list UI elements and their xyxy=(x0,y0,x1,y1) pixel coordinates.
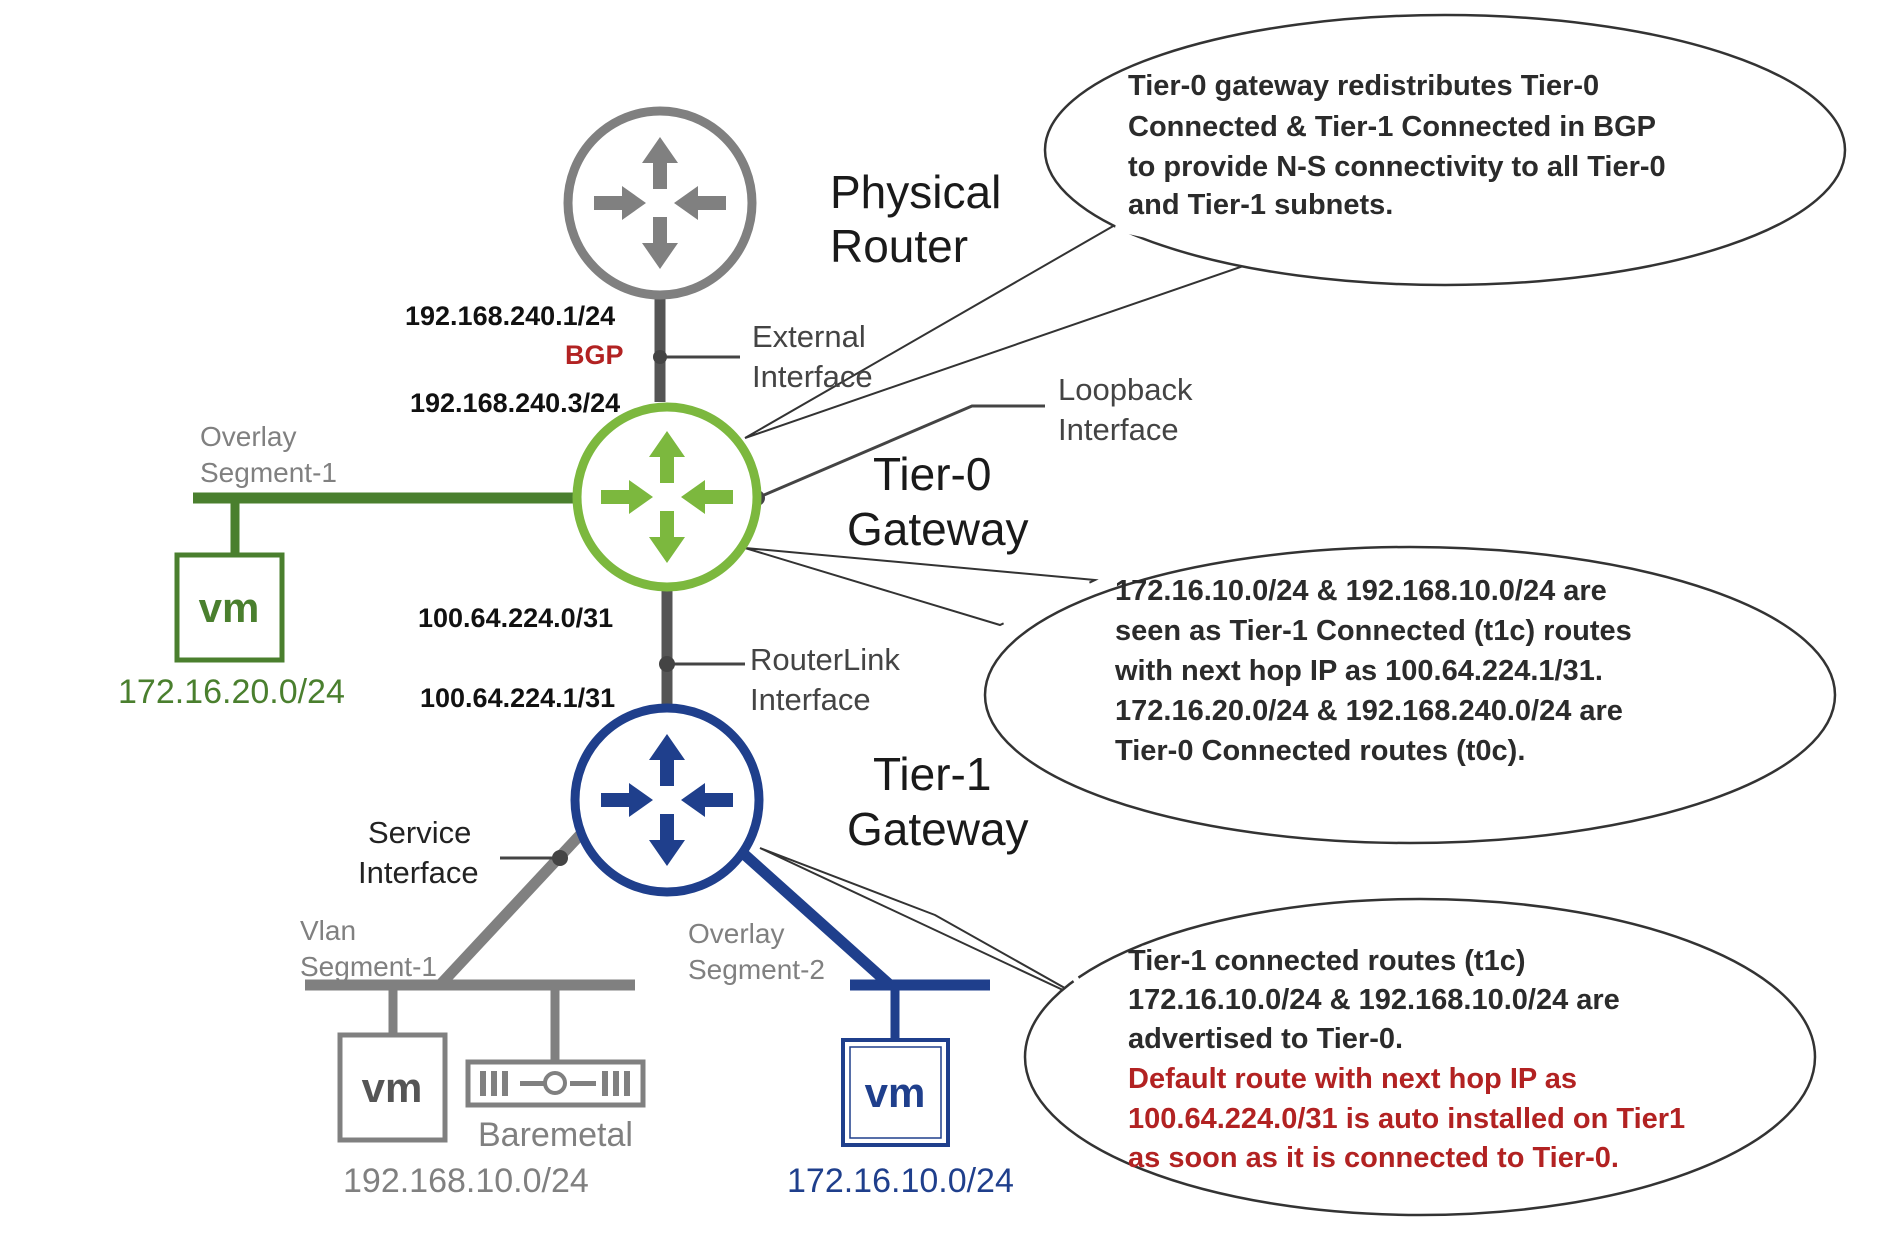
vlan-segment-1-label: Vlan Segment-1 xyxy=(300,915,437,982)
subnet-gray: 192.168.10.0/24 xyxy=(343,1162,589,1200)
tier1-gateway-icon xyxy=(570,703,764,897)
bgp-label: BGP xyxy=(565,340,624,370)
vm-blue: vm xyxy=(841,1038,950,1147)
subnet-blue: 172.16.10.0/24 xyxy=(787,1162,1014,1200)
routerlink-interface-label: RouterLink Interface xyxy=(750,642,909,717)
overlay-segment-2-label: Overlay Segment-2 xyxy=(688,918,825,985)
tier0-gateway-name: Tier-0 Gateway xyxy=(847,448,1029,555)
subnet-green: 172.16.20.0/24 xyxy=(118,673,345,711)
ip-tier1-routerlink: 100.64.224.1/31 xyxy=(420,683,615,713)
callout-bottom-red-text: Default route with next hop IP as 100.64… xyxy=(1128,1063,1693,1174)
loopback-interface-label: Loopback Interface xyxy=(1058,372,1201,447)
callout-bottom-text: Tier-1 connected routes (t1c) 172.16.10.… xyxy=(1128,945,1628,1055)
ip-tier0-routerlink: 100.64.224.0/31 xyxy=(418,603,613,633)
physical-router-icon xyxy=(563,106,757,300)
external-interface-label: External Interface xyxy=(752,319,874,394)
vm-blue-label: vm xyxy=(865,1069,926,1116)
ip-tier0-external: 192.168.240.3/24 xyxy=(410,388,620,418)
overlay-segment-1-label: Overlay Segment-1 xyxy=(200,421,337,488)
baremetal-server-icon xyxy=(465,1059,646,1108)
link-tier1-overlay-2 xyxy=(741,850,894,990)
service-interface-dot xyxy=(552,850,568,866)
physical-router-name: Physical Router xyxy=(830,166,1014,272)
baremetal-label: Baremetal xyxy=(478,1116,633,1154)
service-interface-label: Service Interface xyxy=(358,815,480,890)
routerlink-interface-dot xyxy=(659,656,675,672)
callout-middle-text: 172.16.10.0/24 & 192.168.10.0/24 are see… xyxy=(1114,575,1640,767)
ip-physical-router: 192.168.240.1/24 xyxy=(405,301,615,331)
loopback-interface-pointer xyxy=(756,404,1045,500)
tier1-gateway-name: Tier-1 Gateway xyxy=(847,748,1029,855)
callout-top-text: Tier-0 gateway redistributes Tier-0 Conn… xyxy=(1128,70,1674,221)
callout-bottom: Tier-1 connected routes (t1c) 172.16.10.… xyxy=(759,847,1817,1217)
tier0-gateway-icon xyxy=(572,402,762,592)
vm-green: vm xyxy=(174,552,285,663)
vm-gray: vm xyxy=(337,1032,448,1143)
external-interface-dot xyxy=(653,350,667,364)
vm-green-label: vm xyxy=(199,584,260,631)
vm-gray-label: vm xyxy=(362,1064,423,1111)
callout-middle: 172.16.10.0/24 & 192.168.10.0/24 are see… xyxy=(744,545,1837,845)
callout-top: Tier-0 gateway redistributes Tier-0 Conn… xyxy=(744,13,1847,439)
